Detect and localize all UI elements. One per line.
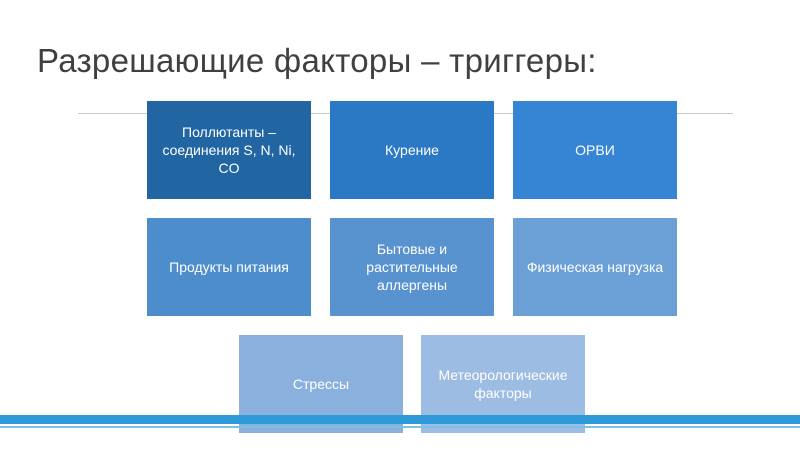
- factor-box-physical-load: Физическая нагрузка: [513, 218, 677, 316]
- factor-label: Поллютанты – соединения S, N, Ni, CO: [162, 124, 296, 176]
- factor-box-smoking: Курение: [330, 101, 494, 199]
- factor-label: ОРВИ: [575, 142, 615, 158]
- factor-box-orvi: ОРВИ: [513, 101, 677, 199]
- slide-title: Разрешающие факторы – триггеры:: [37, 42, 597, 79]
- factor-label: Курение: [385, 142, 439, 158]
- factor-label: Бытовые и растительные аллергены: [366, 241, 458, 293]
- factor-label: Метеорологические факторы: [438, 367, 568, 401]
- factor-box-allergens: Бытовые и растительные аллергены: [330, 218, 494, 316]
- factor-label: Стрессы: [292, 376, 350, 392]
- footer-accent-line: [0, 426, 800, 428]
- factor-label: Продукты питания: [169, 259, 289, 275]
- factor-box-pollutants: Поллютанты – соединения S, N, Ni, CO: [147, 101, 311, 199]
- footer-accent-bar: [0, 415, 800, 424]
- factor-label: Физическая нагрузка: [526, 259, 664, 275]
- factor-box-food: Продукты питания: [147, 218, 311, 316]
